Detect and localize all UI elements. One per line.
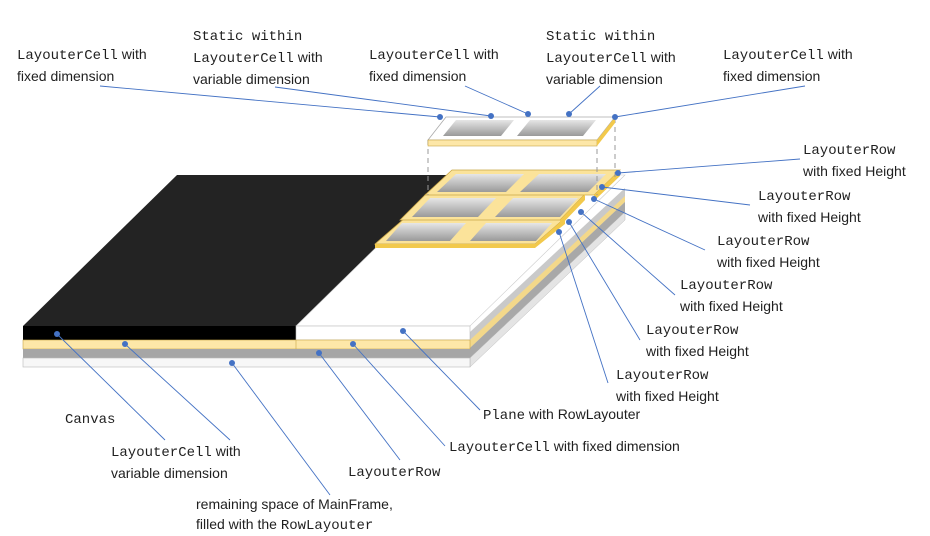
row-2 bbox=[399, 193, 586, 221]
label-cell-fixed-1: LayouterCell with fixed dimension bbox=[17, 46, 147, 84]
row-3 bbox=[423, 169, 621, 196]
canvas-surface bbox=[23, 175, 450, 326]
label-row-2: LayouterRow with fixed Height bbox=[758, 189, 861, 225]
label-cell-variable: LayouterCell with variable dimension bbox=[111, 443, 241, 481]
row-1 bbox=[373, 217, 567, 248]
detail-row bbox=[427, 116, 616, 195]
anchor-dots bbox=[54, 111, 621, 366]
label-row-1: LayouterRow with fixed Height bbox=[803, 143, 906, 179]
label-row-4: LayouterRow with fixed Height bbox=[680, 278, 783, 314]
label-layouter-row: LayouterRow bbox=[348, 465, 441, 481]
leader-lines bbox=[56, 85, 806, 496]
label-cell-fixed-2: LayouterCell with fixed dimension bbox=[369, 46, 499, 84]
label-static-1: Static within LayouterCell with variable… bbox=[193, 29, 323, 87]
label-canvas: Canvas bbox=[65, 412, 116, 428]
label-static-2: Static within LayouterCell with variable… bbox=[546, 29, 676, 87]
label-cell-fixed-bottom: LayouterCell with fixed dimension bbox=[449, 438, 680, 456]
label-row-5: LayouterRow with fixed Height bbox=[646, 323, 749, 359]
label-remaining: remaining space of MainFrame, filled wit… bbox=[196, 496, 393, 534]
label-row-6: LayouterRow with fixed Height bbox=[616, 368, 719, 404]
label-cell-fixed-3: LayouterCell with fixed dimension bbox=[723, 46, 853, 84]
label-row-3: LayouterRow with fixed Height bbox=[717, 234, 820, 270]
label-plane: Plane with RowLayouter bbox=[483, 406, 641, 424]
